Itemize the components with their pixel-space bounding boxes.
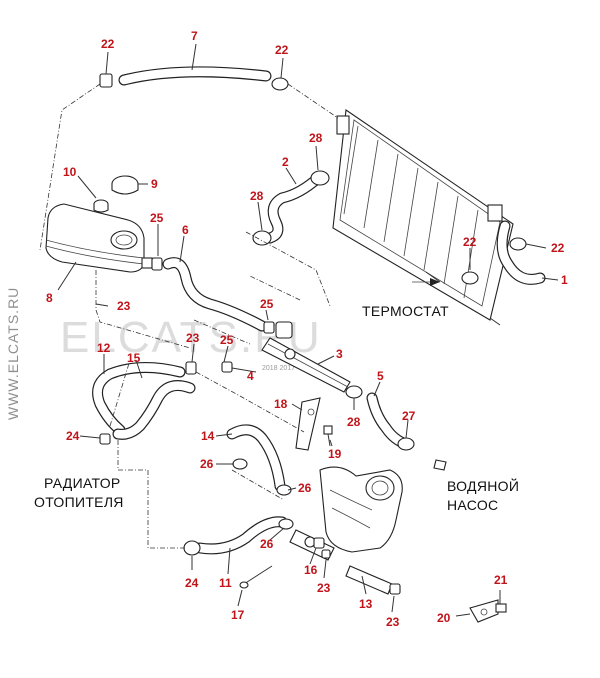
expansion-tank [45, 203, 153, 273]
heater-label-line2: ОТОПИТЕЛЯ [34, 494, 124, 510]
thermostat-label: ТЕРМОСТАТ [362, 303, 449, 319]
callout-28: 28 [347, 415, 361, 429]
callout-25: 25 [260, 297, 274, 311]
pipe-13 [345, 565, 393, 595]
clamp-23-hose [185, 361, 197, 375]
seal-10 [93, 199, 109, 213]
callout-26: 26 [200, 457, 214, 471]
clamp-27 [397, 437, 415, 451]
clamp-4 [221, 361, 233, 373]
callout-22: 22 [551, 241, 565, 255]
callout-10: 10 [63, 165, 77, 179]
hose-12 [92, 361, 186, 436]
callout-group: 22 7 22 28 2 10 9 28 25 6 22 22 1 8 23 2… [46, 29, 568, 629]
cap-9 [111, 175, 139, 195]
callout-6: 6 [182, 223, 189, 237]
hose-5 [366, 392, 412, 450]
callout-23: 23 [186, 331, 200, 345]
clamp-26-a [232, 458, 248, 470]
callout-7: 7 [191, 29, 198, 43]
callout-27: 27 [402, 409, 416, 423]
callout-11: 11 [219, 576, 232, 590]
callout-1: 1 [561, 273, 568, 287]
clamp-28-hose5 [345, 385, 363, 399]
callout-28: 28 [309, 131, 323, 145]
hose-2 [264, 172, 324, 244]
callout-18: 18 [274, 397, 288, 411]
callout-13: 13 [359, 597, 373, 611]
callout-14: 14 [201, 429, 215, 443]
callout-20: 20 [437, 611, 451, 625]
callout-23: 23 [117, 299, 131, 313]
hose-11 [194, 516, 288, 555]
clamp-22-top [271, 77, 289, 91]
hose-14 [226, 424, 286, 492]
callout-2: 2 [282, 155, 289, 169]
clamp-22-left [99, 73, 113, 88]
water-pump-label-line2: НАСОС [447, 497, 498, 513]
side-watermark-text: WWW.ELCATS.RU [5, 287, 21, 420]
radiator [332, 109, 514, 326]
hose-15 [112, 380, 196, 440]
clamp-22-lower [461, 271, 479, 285]
callout-5: 5 [377, 369, 384, 383]
clamp-25-right [263, 321, 275, 334]
callout-17: 17 [231, 608, 245, 622]
clamp-26-b [276, 484, 292, 496]
callout-22: 22 [463, 235, 477, 249]
clamp-24-upper [99, 433, 111, 445]
callout-3: 3 [336, 347, 343, 361]
callout-15: 15 [127, 351, 141, 365]
clamp-25-tank [151, 257, 163, 271]
callout-26: 26 [260, 537, 274, 551]
clamp-28-lower [252, 230, 272, 246]
bolt-21 [495, 603, 507, 613]
leader-lines [39, 43, 559, 617]
water-pump-label-line1: ВОДЯНОЙ [447, 477, 519, 494]
clamp-28-upper [310, 170, 330, 186]
clamp-23-lower [389, 583, 401, 595]
hose-7 [118, 66, 272, 86]
date-stamp: 2018 2017 [262, 365, 295, 372]
bracket-18 [295, 397, 321, 451]
heater-label-line1: РАДИАТОР [44, 475, 121, 491]
clamp-24-lower [183, 540, 201, 556]
callout-22: 22 [101, 37, 115, 51]
bracket-20 [469, 599, 499, 623]
callout-25: 25 [220, 333, 234, 347]
bolt-19 [323, 425, 333, 447]
callout-25: 25 [150, 211, 164, 225]
callout-28: 28 [250, 189, 264, 203]
callout-9: 9 [151, 177, 158, 191]
clamp-22-right [509, 237, 527, 251]
callout-23: 23 [317, 581, 331, 595]
pipe-3 [261, 321, 351, 393]
sensor-17 [239, 565, 273, 589]
callout-21: 21 [494, 573, 508, 587]
clamp-16 [313, 537, 325, 549]
water-pump-inlet [433, 459, 447, 471]
callout-8: 8 [46, 291, 53, 305]
callout-19: 19 [328, 447, 342, 461]
clamp-23-mid [321, 549, 331, 559]
hose-6 [162, 257, 268, 332]
clamp-26-c [278, 518, 294, 530]
callout-22: 22 [275, 43, 289, 57]
callout-24: 24 [185, 576, 199, 590]
callout-26: 26 [298, 481, 312, 495]
callout-23: 23 [386, 615, 400, 629]
hose-1 [496, 220, 546, 285]
callout-24: 24 [66, 429, 80, 443]
callout-12: 12 [97, 341, 111, 355]
callout-16: 16 [304, 563, 318, 577]
callout-4: 4 [247, 369, 254, 383]
